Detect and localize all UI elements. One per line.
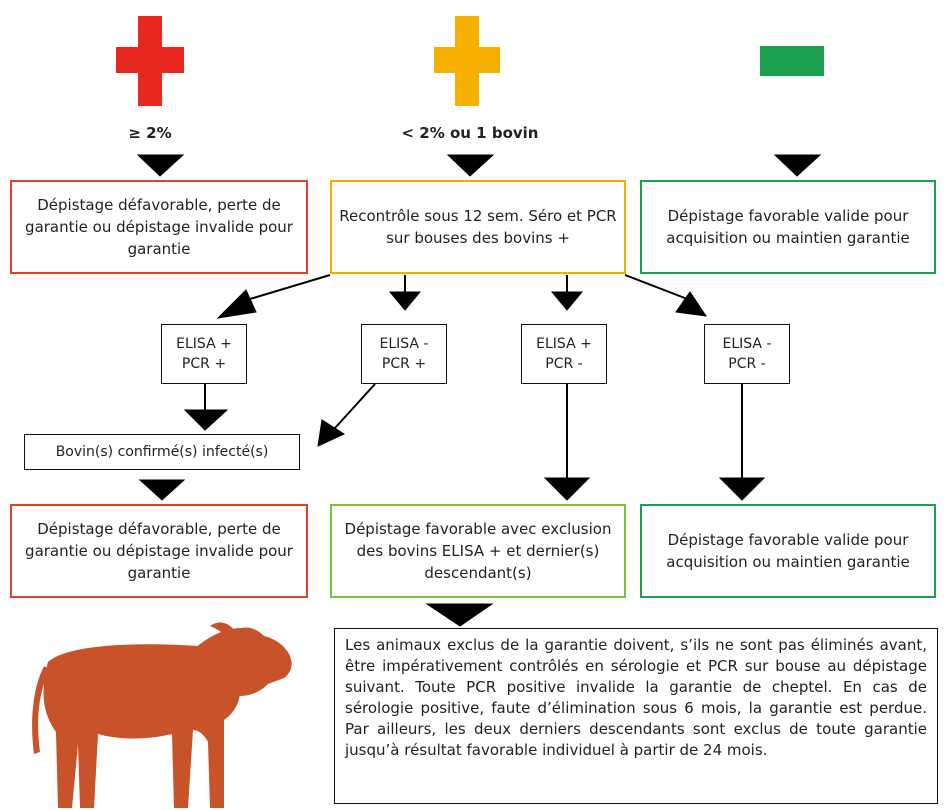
result-elisa-neg-pcr-pos: ELISA -PCR + <box>361 324 447 384</box>
red-plus-icon <box>116 16 184 106</box>
bottom-favorable-box: Dépistage favorable valide pour acquisit… <box>640 504 936 598</box>
exclusion-note: Les animaux exclus de la garantie doiven… <box>334 628 938 804</box>
calf-icon <box>32 622 292 808</box>
result-elisa-pos-pcr-pos: ELISA +PCR + <box>161 324 247 384</box>
favorable-screening-box: Dépistage favorable valide pour acquisit… <box>640 180 936 274</box>
confirmed-infected-box: Bovin(s) confirmé(s) infecté(s) <box>24 434 300 470</box>
result-elisa-pos-pcr-neg: ELISA +PCR - <box>521 324 607 384</box>
bottom-unfavorable-box: Dépistage défavorable, perte de garantie… <box>10 504 308 598</box>
result-elisa-neg-pcr-neg: ELISA -PCR - <box>704 324 790 384</box>
orange-plus-icon <box>434 16 500 106</box>
mid-threshold-label: < 2% ou 1 bovin <box>401 124 539 142</box>
green-minus-icon <box>760 46 824 76</box>
unfavorable-screening-box: Dépistage défavorable, perte de garantie… <box>10 180 308 274</box>
favorable-with-exclusion-box: Dépistage favorable avec exclusion des b… <box>330 504 626 598</box>
high-threshold-label: ≥ 2% <box>128 124 172 142</box>
recontrol-box: Recontrôle sous 12 sem. Séro et PCR sur … <box>330 180 626 274</box>
